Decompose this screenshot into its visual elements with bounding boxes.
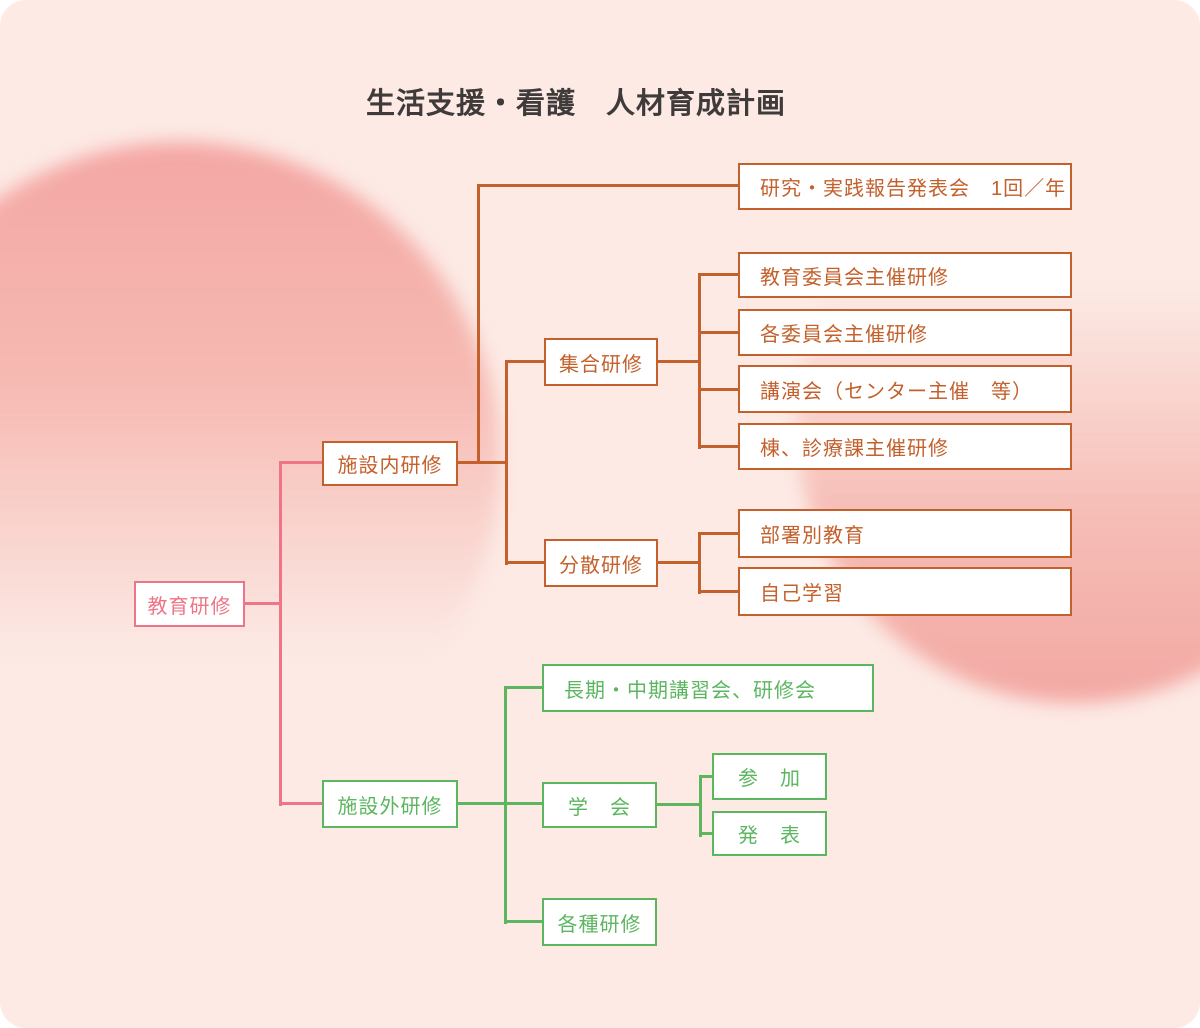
connector-internal-trunk xyxy=(505,360,508,565)
node-label: 分散研修 xyxy=(559,554,643,577)
node-department-education: 部署別教育 xyxy=(738,509,1072,558)
node-label: 各委員会主催研修 xyxy=(760,324,928,346)
node-label: 施設外研修 xyxy=(337,795,443,818)
connector-group-stub xyxy=(657,360,701,363)
node-label: 教育委員会主催研修 xyxy=(760,266,949,289)
connector-distributed-child-1 xyxy=(698,532,738,535)
node-participation: 参 加 xyxy=(712,753,827,800)
node-self-learning: 自己学習 xyxy=(738,567,1072,616)
connector-conference-trunk xyxy=(699,775,702,837)
connector-external-trunk xyxy=(504,686,507,924)
connector-conference-child-1 xyxy=(699,775,713,778)
node-label: 部署別教育 xyxy=(760,525,865,547)
connector-distributed-stub xyxy=(657,561,701,564)
node-academic-conference: 学 会 xyxy=(542,782,657,828)
connector-to-various xyxy=(504,920,542,923)
node-label: 講演会（センター主催 等） xyxy=(760,380,1033,403)
connector-conference-child-2 xyxy=(699,832,713,835)
node-distributed-training: 分散研修 xyxy=(544,539,658,587)
connector-group-trunk xyxy=(698,273,701,449)
connector-group-child-1 xyxy=(698,273,738,276)
node-each-committee-training: 各委員会主催研修 xyxy=(738,309,1072,356)
connector-conference-stub xyxy=(657,803,701,806)
connector-root-stub xyxy=(245,602,281,605)
node-research-report: 研究・実践報告発表会 1回／年 xyxy=(738,163,1072,210)
connector-distributed-child-2 xyxy=(698,590,738,593)
connector-internal-stub xyxy=(458,461,508,464)
page-title: 生活支援・看護 人材育成計画 xyxy=(366,88,787,120)
node-external-training: 施設外研修 xyxy=(322,780,458,828)
connector-to-distributed xyxy=(505,561,544,564)
node-group-training: 集合研修 xyxy=(544,338,658,386)
connector-external-stub xyxy=(458,802,542,805)
connector-distributed-trunk xyxy=(698,532,701,594)
node-label: 棟、診療課主催研修 xyxy=(760,438,949,460)
node-label: 長期・中期講習会、研修会 xyxy=(564,679,816,702)
node-label: 各種研修 xyxy=(557,913,642,936)
connector-group-child-2 xyxy=(698,331,738,334)
node-longterm-courses: 長期・中期講習会、研修会 xyxy=(542,664,874,712)
node-various-training: 各種研修 xyxy=(542,898,657,946)
connector-group-child-4 xyxy=(698,445,738,448)
node-label: 参 加 xyxy=(738,768,801,790)
node-label: 自己学習 xyxy=(760,583,844,605)
node-lecture-center: 講演会（センター主催 等） xyxy=(738,365,1072,413)
connector-internal-report-riser xyxy=(477,184,480,464)
connector-root-to-external xyxy=(279,802,322,805)
node-label: 集合研修 xyxy=(559,353,643,376)
node-presentation: 発 表 xyxy=(712,811,827,856)
node-education-committee-training: 教育委員会主催研修 xyxy=(738,252,1072,298)
node-label: 学 会 xyxy=(568,796,631,819)
node-education-training: 教育研修 xyxy=(134,581,245,627)
node-label: 教育研修 xyxy=(147,595,232,618)
node-label: 研究・実践報告発表会 1回／年 xyxy=(760,178,1067,200)
connector-to-report xyxy=(477,184,738,187)
connector-group-child-3 xyxy=(698,388,738,391)
node-ward-clinic-training: 棟、診療課主催研修 xyxy=(738,423,1072,470)
node-label: 発 表 xyxy=(738,825,801,847)
connector-to-longterm xyxy=(504,686,542,689)
connector-root-to-internal xyxy=(279,461,322,464)
node-internal-training: 施設内研修 xyxy=(322,441,458,486)
node-label: 施設内研修 xyxy=(337,455,443,477)
connector-to-group xyxy=(505,360,544,363)
connector-root-trunk xyxy=(279,461,282,806)
